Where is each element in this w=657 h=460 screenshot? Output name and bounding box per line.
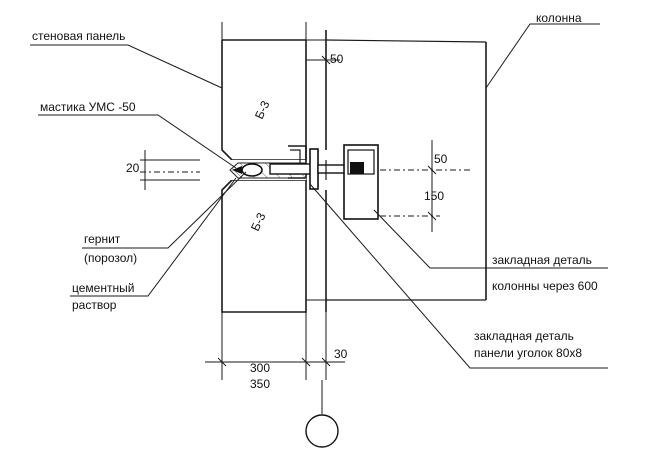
label-mastic: мастика УМС -50	[40, 100, 136, 114]
label-column: колонна	[536, 11, 582, 25]
lower-wall-panel	[221, 179, 307, 313]
gernit-cord	[241, 163, 263, 177]
column-embedded-plate	[343, 144, 379, 220]
label-porozol: (порозол)	[84, 251, 137, 265]
upper-wall-panel	[221, 39, 307, 161]
column	[306, 30, 487, 312]
label-embedded-column-1: закладная деталь	[492, 253, 592, 267]
axis-marker-circle	[305, 414, 339, 448]
label-embedded-column-2: колонны через 600	[492, 279, 598, 293]
label-cement-2: раствор	[72, 298, 117, 312]
label-gernit: гернит	[84, 232, 121, 246]
dim-bottom-gap: 30	[334, 347, 348, 361]
label-wall-panel: стеновая панель	[32, 29, 125, 43]
dim-gap-top: 50	[330, 52, 344, 66]
dim-plate-height: 150	[424, 189, 444, 203]
dim-joint-width: 20	[126, 161, 140, 175]
dim-panel-thickness: 300	[250, 361, 270, 375]
dim-plate-offset: 50	[434, 152, 448, 166]
dim-total-thickness: 350	[250, 377, 270, 391]
label-cement-1: цементный	[72, 281, 134, 295]
label-embedded-panel-2: панели уголок 80х8	[474, 346, 582, 360]
label-embedded-panel-1: закладная деталь	[474, 329, 574, 343]
upper-panel-mark: Б-3	[252, 98, 273, 121]
lower-panel-mark: Б-3	[248, 210, 269, 233]
